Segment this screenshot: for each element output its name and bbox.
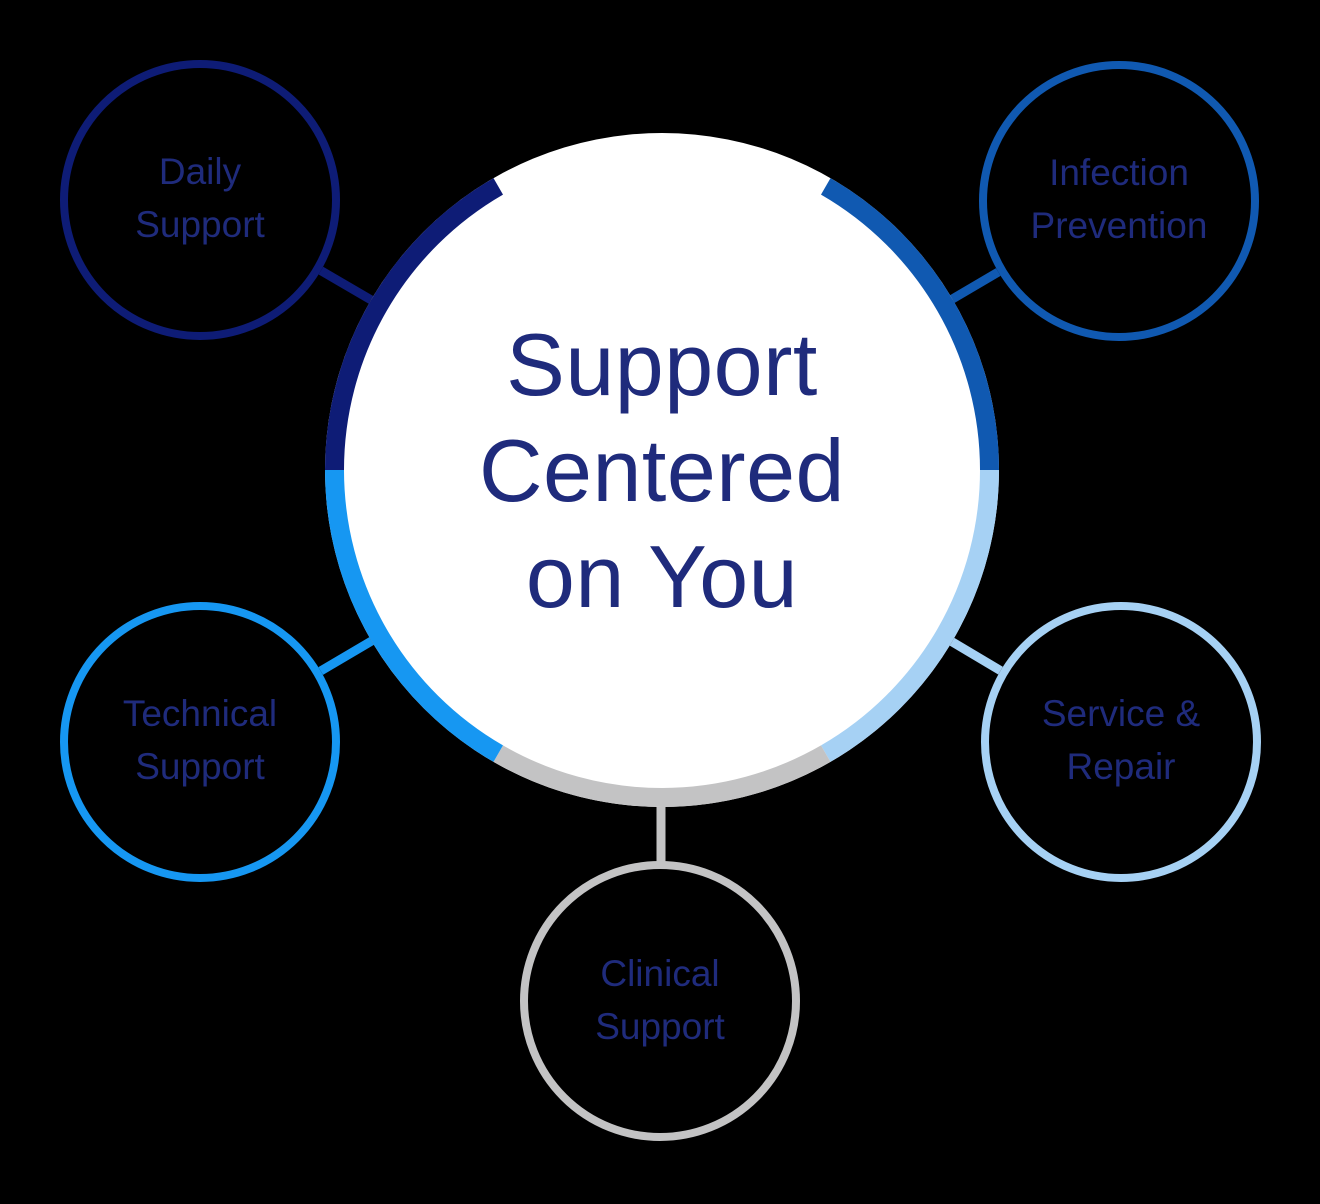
technical-support-circle	[60, 602, 340, 882]
service-repair-label-line-1: Service &	[1042, 693, 1201, 734]
hub-ring-segment-infection-prevention	[820, 178, 999, 471]
connector-daily-support	[318, 266, 374, 304]
service-repair-circle	[981, 602, 1261, 882]
infection-prevention-label-line-1: Infection	[1049, 152, 1189, 193]
daily-support-circle	[60, 60, 340, 340]
hub-circle	[325, 133, 999, 807]
connector-technical-support	[318, 637, 374, 675]
technical-support-label-line-2: Support	[135, 746, 265, 787]
connector-infection-prevention	[950, 268, 1001, 303]
service-repair-label-line-2: Repair	[1067, 746, 1176, 787]
infection-prevention-label-line-2: Prevention	[1031, 205, 1208, 246]
infection-prevention-circle	[979, 61, 1259, 341]
clinical-support-circle	[520, 861, 800, 1141]
labels: Support Centered on You Daily Support In…	[123, 151, 1208, 1047]
hub-title-line-2: Centered	[479, 421, 845, 520]
hub-ring-segment-technical-support	[325, 469, 504, 762]
connector-service-repair	[949, 637, 1003, 675]
clinical-support-label-line-2: Support	[595, 1006, 725, 1047]
hub-ring-segment-clinical-support	[493, 745, 831, 807]
hub-title-line-1: Support	[506, 315, 818, 414]
daily-support-label-line-2: Support	[135, 204, 265, 245]
hub-ring-segment-daily-support	[325, 178, 504, 471]
hub-title-line-3: on You	[526, 527, 798, 626]
technical-support-label-line-1: Technical	[123, 693, 277, 734]
clinical-support-label-line-1: Clinical	[600, 953, 719, 994]
hub-ring-segment-service-repair	[820, 469, 999, 762]
daily-support-label-line-1: Daily	[159, 151, 242, 192]
